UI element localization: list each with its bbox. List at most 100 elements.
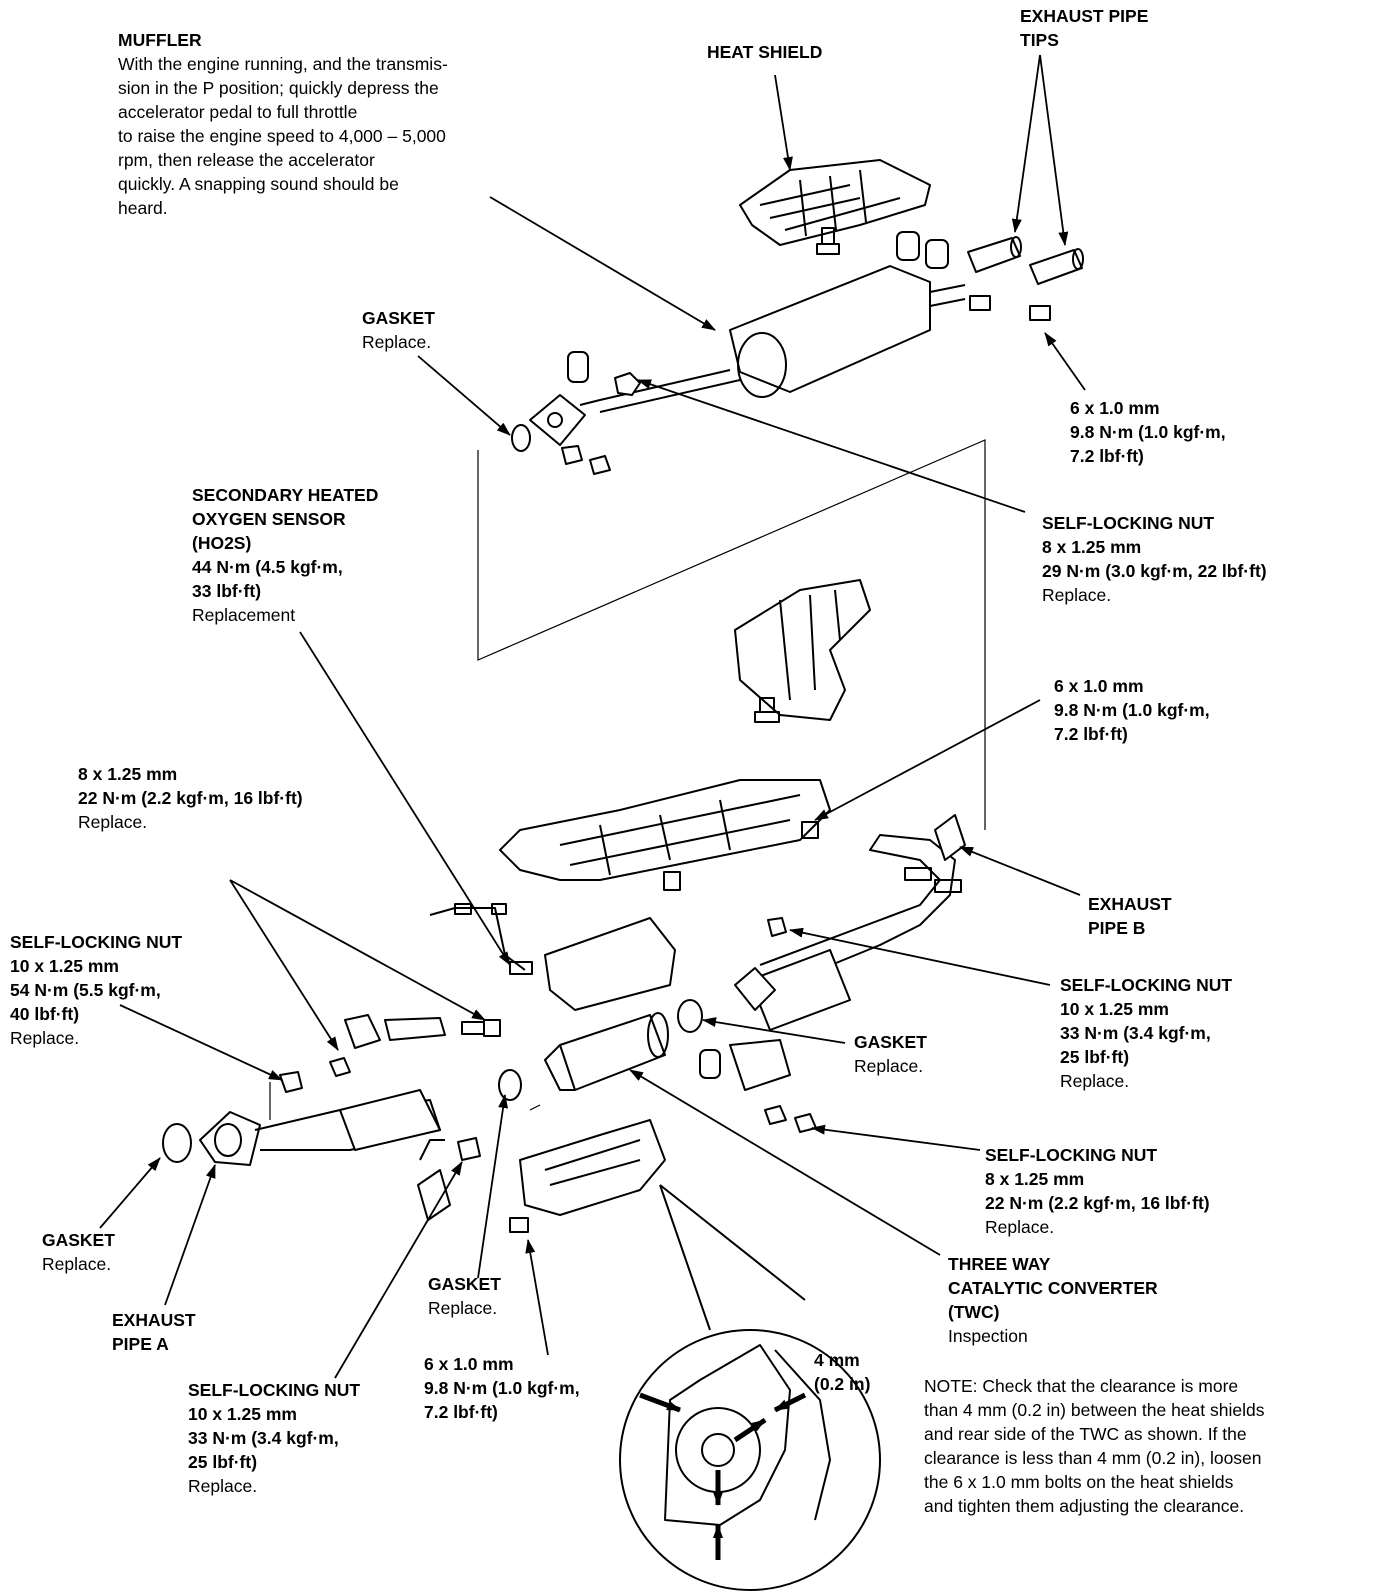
nut-10-left-torque: 54 N·m (5.5 kgf·m, <box>10 980 161 1000</box>
nut-8-top-heading: SELF-LOCKING NUT <box>1042 513 1215 533</box>
bolt-8-torque: 22 N·m (2.2 kgf·m, 16 lbf·ft) <box>78 788 303 808</box>
gasket-bottom-heading: GASKET <box>428 1274 501 1294</box>
nut <box>764 1105 817 1133</box>
ho2s-line-1: SECONDARY HEATED <box>192 485 379 505</box>
leader-arrows <box>99 54 1086 1379</box>
nut-10-bottom-torque-lbf: 25 lbf·ft) <box>188 1452 258 1472</box>
nut <box>457 1137 481 1161</box>
note-line-5: the 6 x 1.0 mm bolts on the heat shields <box>924 1472 1234 1492</box>
muffler-label: MUFFLER With the engine running, and the… <box>118 28 448 220</box>
gasket-top-label: GASKET Replace. <box>362 306 435 354</box>
muffler-line-4: to raise the engine speed to 4,000 – 5,0… <box>118 126 446 146</box>
bolt <box>969 295 1051 321</box>
gasket-left-label: GASKET Replace. <box>42 1228 115 1276</box>
heat-shield-lower <box>499 779 831 881</box>
note-block: NOTE: Check that the clearance is more t… <box>924 1374 1264 1518</box>
nut-8-top-note: Replace. <box>1042 585 1112 605</box>
gasket-bottom-label: GASKET Replace. <box>428 1272 501 1320</box>
note-line-2: than 4 mm (0.2 in) between the heat shie… <box>924 1400 1265 1420</box>
exhaust-pipe-tips-label: EXHAUST PIPE TIPS <box>1020 4 1148 52</box>
heat-shield-heading: HEAT SHIELD <box>707 42 823 62</box>
bolt-tips-torque: 9.8 N·m (1.0 kgf·m, <box>1070 422 1226 442</box>
note-line-6: and tighten them adjusting the clearance… <box>924 1496 1245 1516</box>
bolt-shield-label: 6 x 1.0 mm 9.8 N·m (1.0 kgf·m, 7.2 lbf·f… <box>1054 674 1210 746</box>
nut-8-top-torque: 29 N·m (3.0 kgf·m, 22 lbf·ft) <box>1042 561 1267 581</box>
ho2s-line-2: OXYGEN SENSOR <box>192 509 346 529</box>
gasket <box>498 999 703 1101</box>
exhaust-pipe-b <box>734 814 966 1031</box>
exhaust-tips-heading-1: EXHAUST PIPE <box>1020 6 1149 26</box>
bolt <box>509 1217 529 1233</box>
bracket <box>417 1169 451 1221</box>
twc-label: THREE WAY CATALYTIC CONVERTER (TWC) Insp… <box>948 1252 1158 1348</box>
exhaust-pipe-tip <box>967 236 1084 285</box>
nut-10-left-size: 10 x 1.25 mm <box>10 956 119 976</box>
muffler-line-7: heard. <box>118 198 168 218</box>
ho2s-line-3: (HO2S) <box>192 533 252 553</box>
bolt <box>904 867 962 893</box>
gasket-bottom-note: Replace. <box>428 1298 498 1318</box>
nut-10-right-size: 10 x 1.25 mm <box>1060 999 1169 1019</box>
bolt-8-size: 8 x 1.25 mm <box>78 764 178 784</box>
gasket-mid-note: Replace. <box>854 1056 924 1076</box>
nut-8-bottom-size: 8 x 1.25 mm <box>985 1169 1085 1189</box>
twc-note: Inspection <box>948 1326 1028 1346</box>
oxygen-sensor <box>429 903 533 975</box>
gasket <box>162 1123 192 1163</box>
bracket <box>729 1039 791 1091</box>
clearance-mm: 4 mm <box>814 1350 860 1370</box>
nut-8-bottom-note: Replace. <box>985 1217 1055 1237</box>
bolt-tips-size: 6 x 1.0 mm <box>1070 398 1160 418</box>
nut-10-bottom-note: Replace. <box>188 1476 258 1496</box>
nut-10-bottom-size: 10 x 1.25 mm <box>188 1404 297 1424</box>
nut-8-bottom-label: SELF-LOCKING NUT 8 x 1.25 mm 22 N·m (2.2… <box>985 1143 1210 1239</box>
nut-8-top-size: 8 x 1.25 mm <box>1042 537 1142 557</box>
nut-10-right-note: Replace. <box>1060 1071 1130 1091</box>
pipe-b-line-2: PIPE B <box>1088 918 1146 938</box>
ho2s-torque-lbf: 33 lbf·ft) <box>192 581 262 601</box>
heat-shield-top <box>739 159 931 246</box>
nut-10-left-label: SELF-LOCKING NUT 10 x 1.25 mm 54 N·m (5.… <box>10 930 182 1050</box>
bolt <box>816 227 840 255</box>
bolt-shield-size: 6 x 1.0 mm <box>1054 676 1144 696</box>
muffler-line-3: accelerator pedal to full throttle <box>118 102 358 122</box>
clearance-arrows <box>639 1392 807 1560</box>
nut-10-bottom-heading: SELF-LOCKING NUT <box>188 1380 361 1400</box>
nut-10-bottom-torque: 33 N·m (3.4 kgf·m, <box>188 1428 339 1448</box>
muffler <box>579 265 966 413</box>
bolt-bottom-size: 6 x 1.0 mm <box>424 1354 514 1374</box>
nut <box>279 1057 351 1093</box>
nut <box>561 372 641 475</box>
bolt-8-note: Replace. <box>78 812 148 832</box>
muffler-line-1: With the engine running, and the transmi… <box>118 54 448 74</box>
bolt <box>663 821 819 891</box>
clearance-label: 4 mm (0.2 in) <box>814 1348 870 1396</box>
catalytic-converter <box>544 917 676 1091</box>
exhaust-pipe-a-label: EXHAUST PIPE A <box>112 1308 196 1356</box>
gasket-left-heading: GASKET <box>42 1230 115 1250</box>
bolt-bottom-torque-lbf: 7.2 lbf·ft) <box>424 1402 498 1422</box>
nut-10-right-heading: SELF-LOCKING NUT <box>1060 975 1233 995</box>
bolt <box>754 697 780 723</box>
ho2s-torque: 44 N·m (4.5 kgf·m, <box>192 557 343 577</box>
nut-8-bottom-torque: 22 N·m (2.2 kgf·m, 16 lbf·ft) <box>985 1193 1210 1213</box>
nut-10-right-label: SELF-LOCKING NUT 10 x 1.25 mm 33 N·m (3.… <box>1060 973 1232 1093</box>
twc-line-3: (TWC) <box>948 1302 1000 1322</box>
pipe-b-line-1: EXHAUST <box>1088 894 1172 914</box>
nut-8-bottom-heading: SELF-LOCKING NUT <box>985 1145 1158 1165</box>
heat-shield-label: HEAT SHIELD <box>707 40 822 64</box>
muffler-line-2: sion in the P position; quickly depress … <box>118 78 439 98</box>
rubber-hanger <box>699 1049 721 1079</box>
ho2s-label: SECONDARY HEATED OXYGEN SENSOR (HO2S) 44… <box>192 483 378 627</box>
bolt-bottom-label: 6 x 1.0 mm 9.8 N·m (1.0 kgf·m, 7.2 lbf·f… <box>424 1352 580 1424</box>
nut-8-top-label: SELF-LOCKING NUT 8 x 1.25 mm 29 N·m (3.0… <box>1042 511 1267 607</box>
clearance-in: (0.2 in) <box>814 1374 871 1394</box>
nut-10-left-torque-lbf: 40 lbf·ft) <box>10 1004 80 1024</box>
muffler-line-6: quickly. A snapping sound should be <box>118 174 399 194</box>
heat-shield-middle <box>734 579 871 721</box>
gasket-mid-heading: GASKET <box>854 1032 927 1052</box>
bolt-tips-torque-lbf: 7.2 lbf·ft) <box>1070 446 1144 466</box>
bolt-shield-torque: 9.8 N·m (1.0 kgf·m, <box>1054 700 1210 720</box>
nut-10-left-note: Replace. <box>10 1028 80 1048</box>
